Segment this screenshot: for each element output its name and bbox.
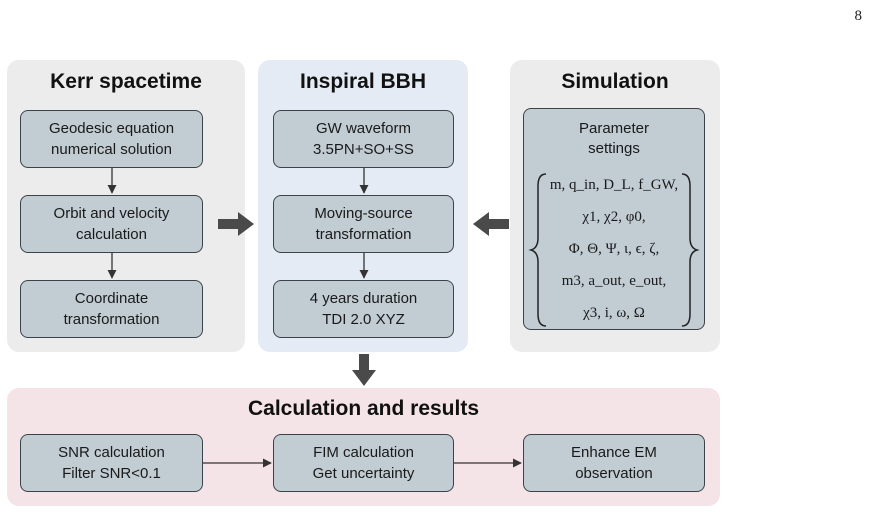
big-arrow-simulation-to-inspiral xyxy=(473,212,509,236)
results-title: Calculation and results xyxy=(247,397,480,420)
right-brace xyxy=(681,173,700,327)
tdi-box: 4 years duration TDI 2.0 XYZ xyxy=(273,280,454,338)
parameter-list: m, q_in, D_L, f_GW, χ1, χ2, φ0, Φ, Θ, Ψ,… xyxy=(542,169,686,329)
simulation-title: Simulation xyxy=(561,70,669,93)
parameter-settings-box: Parameter settings m, q_in, D_L, f_GW, χ… xyxy=(523,108,705,330)
snr-calculation-box: SNR calculation Filter SNR<0.1 xyxy=(20,434,203,492)
coordinate-transformation-box: Coordinate transformation xyxy=(20,280,203,338)
fim-calculation-box: FIM calculation Get uncertainty xyxy=(273,434,454,492)
inspiral-bbh-title: Inspiral BBH xyxy=(299,70,427,93)
parameter-line: m, q_in, D_L, f_GW, xyxy=(549,177,679,193)
big-arrow-kerr-to-inspiral xyxy=(218,212,254,236)
parameter-line: χ3, i, ω, Ω xyxy=(583,305,645,321)
parameter-line: m3, a_out, e_out, xyxy=(561,273,667,289)
page-number: 8 xyxy=(854,8,863,24)
moving-source-box: Moving-source transformation xyxy=(273,195,454,253)
geodesic-equation-box: Geodesic equation numerical solution xyxy=(20,110,203,168)
kerr-spacetime-title: Kerr spacetime xyxy=(50,70,202,93)
orbit-velocity-box: Orbit and velocity calculation xyxy=(20,195,203,253)
parameter-line: χ1, χ2, φ0, xyxy=(582,209,646,225)
gw-waveform-box: GW waveform 3.5PN+SO+SS xyxy=(273,110,454,168)
left-brace xyxy=(528,173,547,327)
enhance-em-box: Enhance EM observation xyxy=(523,434,705,492)
big-arrow-inspiral-to-results xyxy=(352,354,376,386)
parameter-settings-title: Parameter settings xyxy=(578,120,650,158)
parameter-line: Φ, Θ, Ψ, ι, ϵ, ζ, xyxy=(568,241,660,257)
